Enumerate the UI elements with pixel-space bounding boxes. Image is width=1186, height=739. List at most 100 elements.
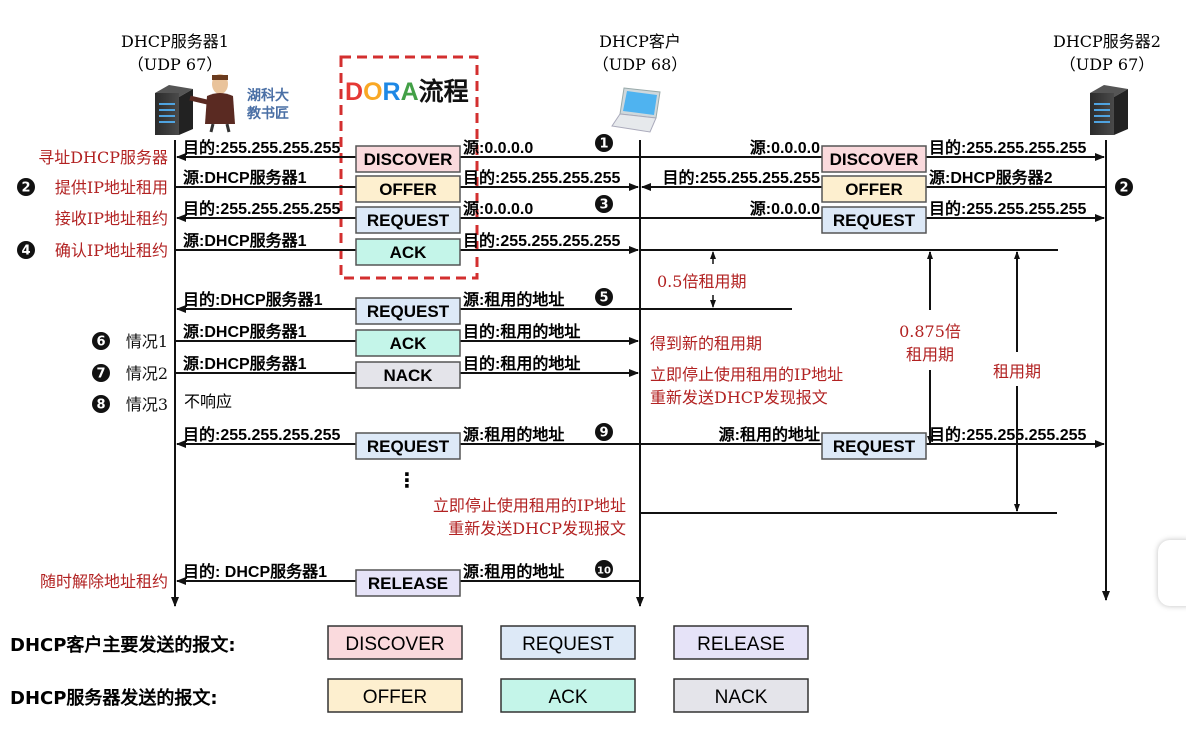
legend-item-label: OFFER [363,687,427,708]
message-right-label: 目的:租用的地址 [463,354,580,373]
message-left-label: 源:DHCP服务器1 [183,168,307,187]
dora-frame [339,55,479,280]
title-suffix: 流程 [419,78,469,106]
message-left-label: 目的:255.255.255.255 [183,199,341,218]
legend-item-label: RELEASE [697,634,785,655]
ack-label: ACK [390,334,428,353]
message-right-label: 目的:255.255.255.255 [463,231,621,250]
server1-icon [155,85,193,135]
watermark: 湖科大 教书匠 [247,87,289,122]
title-letter-d: D [345,78,363,106]
message-right-label: 源:DHCP服务器2 [929,168,1053,187]
legend-item-label: REQUEST [522,634,614,655]
discover-message-box: DISCOVER [821,145,927,173]
watermark-line2: 教书匠 [247,105,289,122]
step-number: 9 [599,426,608,441]
server2-header: DHCP服务器2 （UDP 67） [1053,32,1161,74]
message-right-label: 源:0.0.0.0 [463,199,533,218]
step-badge: 8 [92,395,110,413]
request-label: REQUEST [367,211,450,230]
message-left-label: 目的:255.255.255.255 [663,168,821,187]
ack-outcome: 得到新的租用期 [650,334,762,353]
step-badge: 9 [595,423,613,441]
legend-server-item: ACK [500,678,636,713]
message-right-label: 目的:255.255.255.255 [463,168,621,187]
message-left-label: 目的:DHCP服务器1 [183,290,323,309]
request-message-box: REQUEST [355,297,461,325]
step-badge: 10 [595,560,613,578]
message-right-label: 源:租用的地址 [463,425,564,444]
watermark-line1: 湖科大 [247,87,289,104]
message-left-label: 源:DHCP服务器1 [183,322,307,341]
step-badge: 4 [17,241,35,259]
step-number: 5 [599,291,608,306]
server2-port: （UDP 67） [1060,55,1155,74]
dora-title: DORA流程 [345,78,469,106]
title-letter-o: O [363,78,382,106]
request-message-box: REQUEST [355,432,461,460]
client-name: DHCP客户 [599,32,681,51]
offer-message-box: OFFER [821,175,927,203]
ellipsis: ⋮ [397,468,417,492]
discover-message-box: DISCOVER [355,145,461,173]
nack-outcome-line2: 重新发送DHCP发现报文 [650,388,828,407]
ack-message-box: ACK [355,329,461,357]
offer-message-box: OFFER [355,175,461,203]
message-right-label: 源:租用的地址 [463,562,564,581]
message-row: REQUEST 目的:255.255.255.255 源:0.0.0.0 3 [176,195,640,234]
request-message-box: REQUEST [355,206,461,234]
discover-label: DISCOVER [830,150,919,169]
step-badge: 3 [595,195,613,213]
step-badge: 1 [595,134,613,152]
server1-header: DHCP服务器1 （UDP 67） [121,32,229,74]
request-label: REQUEST [833,437,916,456]
server1-name: DHCP服务器1 [121,32,229,51]
lease-label: 租用期 [993,362,1041,381]
left-note-text: 情况1 [126,332,168,351]
t2-label-line1: 0.875倍 [899,322,961,341]
legend-item-label: DISCOVER [345,634,444,655]
message-right-label: 目的:255.255.255.255 [929,425,1087,444]
nack-message-box: NACK [355,361,461,389]
left-note: 寻址DHCP服务器 [38,148,168,167]
legend-server-item: NACK [673,678,809,713]
half-lease-label: 0.5倍租用期 [657,272,746,291]
request-label: REQUEST [367,437,450,456]
step-number: 6 [96,335,105,350]
step-number: 3 [599,198,608,213]
message-left-label: 源:租用的地址 [719,425,820,444]
legend-item-label: ACK [548,687,587,708]
message-left-label: 目的: DHCP服务器1 [183,562,327,581]
legend-server-item: OFFER [327,678,463,713]
step-badge: 6 [92,332,110,350]
message-right-label: 目的:255.255.255.255 [929,138,1087,157]
message-row: OFFER 源:DHCP服务器1 目的:255.255.255.255 [175,168,639,203]
left-note-text: 随时解除地址租约 [40,572,168,591]
step-number: 10 [597,566,611,577]
step-number: 8 [96,398,105,413]
left-note-text: 寻址DHCP服务器 [38,148,168,167]
message-row: DISCOVER 源:0.0.0.0 目的:255.255.255.255 [640,138,1105,173]
step-number: 2 [21,181,30,196]
ack-message-box: ACK [355,238,461,266]
legend-client-item: RELEASE [673,625,809,660]
step-badge: 5 [595,288,613,306]
left-note-text: 确认IP地址租约 [55,241,168,260]
message-left-label: 源:0.0.0.0 [750,138,820,157]
message-row: REQUEST 源:租用的地址 目的:255.255.255.255 [640,425,1105,460]
nack-outcome-line1: 立即停止使用租用的IP地址 [650,365,843,384]
step-number: 7 [96,367,105,382]
request-message-box: REQUEST [821,206,927,234]
floating-side-widget[interactable] [1158,540,1186,606]
request-message-box: REQUEST [821,432,927,460]
